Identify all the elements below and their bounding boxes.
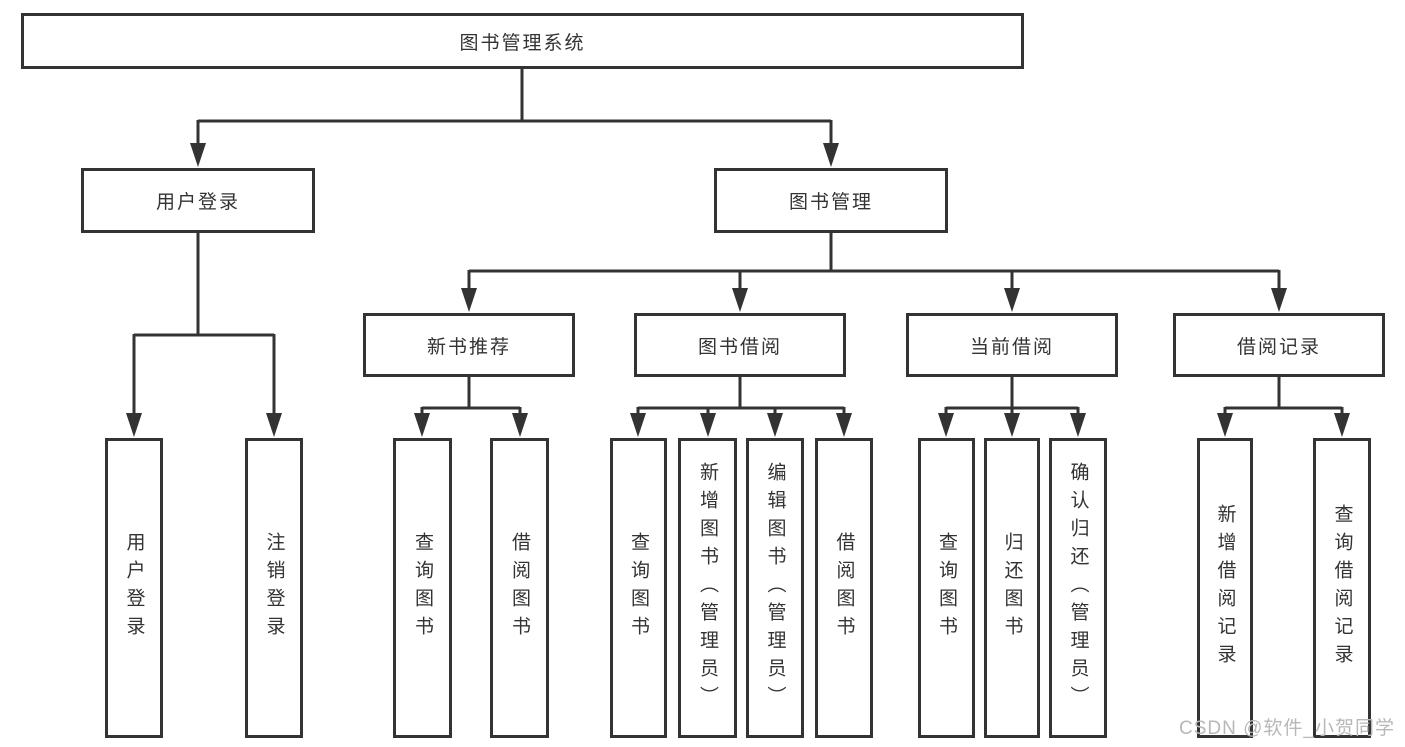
node-book-management: 图书管理 xyxy=(714,168,948,233)
node-current-borrow-label: 当前借阅 xyxy=(969,336,1054,358)
leaf-user-login-label: 用户登录 xyxy=(123,532,145,644)
leaf-edit-books-admin-label: 编辑图书（管理员） xyxy=(764,462,786,714)
node-root-label: 图书管理系统 xyxy=(459,32,586,54)
node-book-borrow: 图书借阅 xyxy=(634,313,846,377)
node-user-login-label: 用户登录 xyxy=(155,192,240,213)
leaf-query-borrow-record-label: 查询借阅记录 xyxy=(1331,504,1353,672)
csdn-watermark: CSDN @软件_小贺同学 xyxy=(1179,718,1395,739)
leaf-logout-label: 注销登录 xyxy=(263,532,285,644)
leaf-add-books-admin-label: 新增图书（管理员） xyxy=(697,462,718,714)
node-book-management-label: 图书管理 xyxy=(788,192,873,213)
node-borrow-records-label: 借阅记录 xyxy=(1236,336,1321,358)
leaf-add-borrow-record: 新增借阅记录 xyxy=(1197,438,1253,738)
leaf-user-login: 用户登录 xyxy=(105,438,163,738)
node-new-book-recommend-label: 新书推荐 xyxy=(426,336,511,358)
node-current-borrow: 当前借阅 xyxy=(906,313,1118,377)
leaf-borrow-books-newbook: 借阅图书 xyxy=(490,438,549,738)
leaf-borrow-books-borrow: 借阅图书 xyxy=(815,438,873,738)
leaf-query-books-current: 查询图书 xyxy=(918,438,975,738)
node-new-book-recommend: 新书推荐 xyxy=(363,313,575,377)
leaf-borrow-books-newbook-label: 借阅图书 xyxy=(509,532,530,644)
leaf-borrow-books-borrow-label: 借阅图书 xyxy=(833,532,855,644)
leaf-query-books-newbook-label: 查询图书 xyxy=(412,532,433,644)
leaf-edit-books-admin: 编辑图书（管理员） xyxy=(746,438,804,738)
node-root: 图书管理系统 xyxy=(21,13,1024,69)
leaf-query-books-current-label: 查询图书 xyxy=(936,532,957,644)
leaf-return-books-label: 归还图书 xyxy=(1001,532,1023,644)
leaf-logout: 注销登录 xyxy=(245,438,303,738)
leaf-query-books-newbook: 查询图书 xyxy=(393,438,452,738)
node-borrow-records: 借阅记录 xyxy=(1173,313,1385,377)
leaf-add-books-admin: 新增图书（管理员） xyxy=(678,438,737,738)
leaf-query-books-borrow-label: 查询图书 xyxy=(628,532,649,644)
node-user-login: 用户登录 xyxy=(81,168,315,233)
leaf-query-borrow-record: 查询借阅记录 xyxy=(1313,438,1371,738)
leaf-add-borrow-record-label: 新增借阅记录 xyxy=(1214,504,1236,672)
leaf-query-books-borrow: 查询图书 xyxy=(610,438,667,738)
leaf-return-books: 归还图书 xyxy=(984,438,1040,738)
leaf-confirm-return-admin-label: 确认归还（管理员） xyxy=(1067,462,1089,714)
leaf-confirm-return-admin: 确认归还（管理员） xyxy=(1049,438,1107,738)
node-book-borrow-label: 图书借阅 xyxy=(697,336,782,358)
